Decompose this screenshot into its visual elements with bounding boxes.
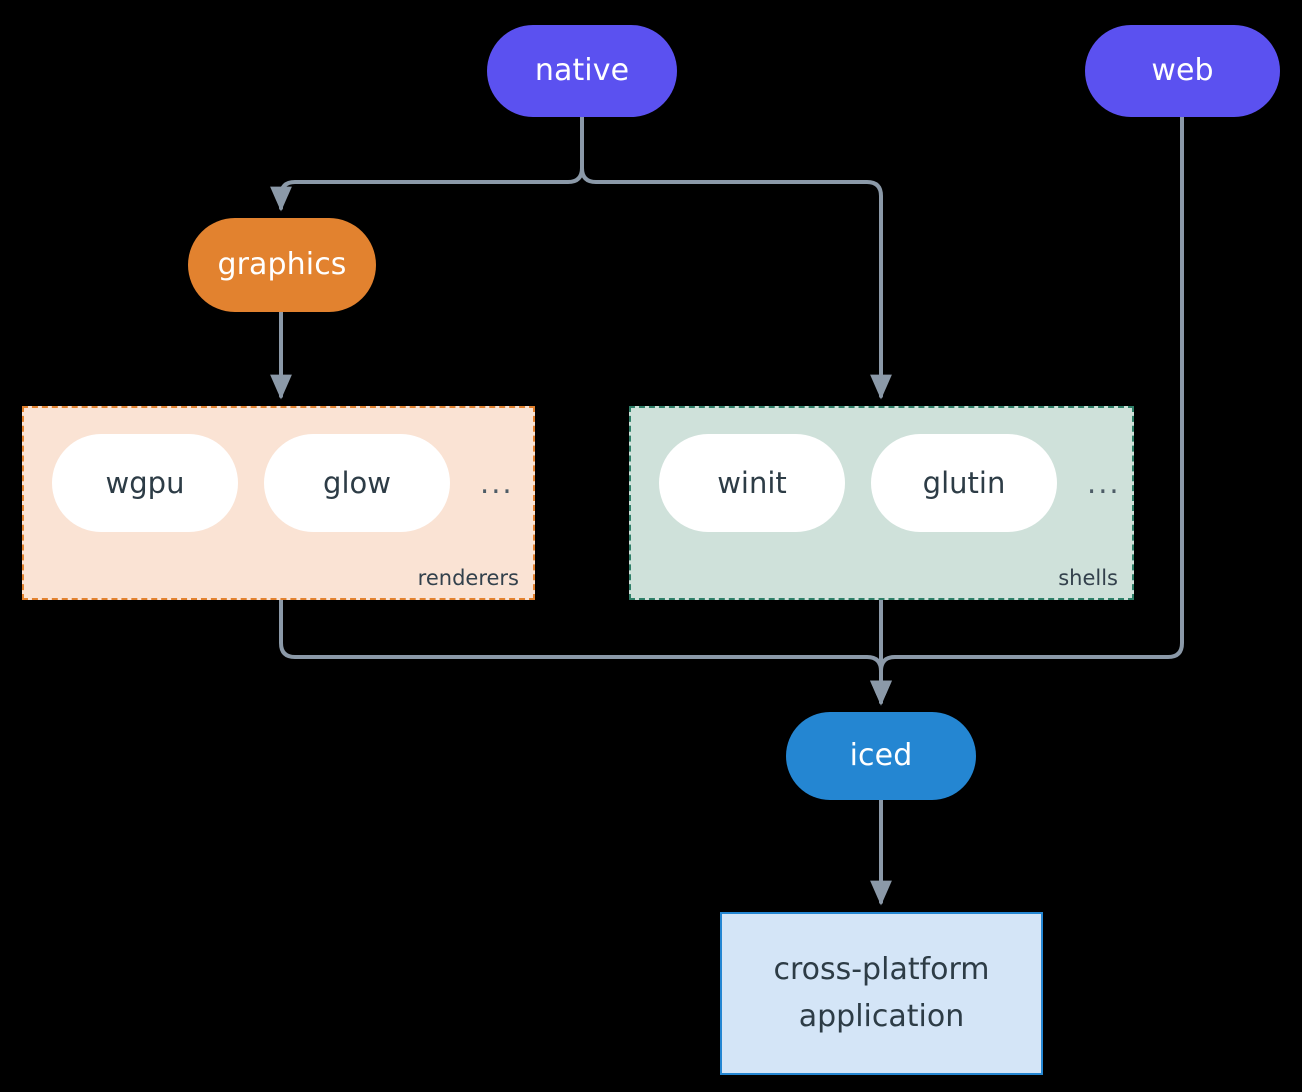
node-native[interactable]: native bbox=[487, 25, 677, 117]
node-native-label: native bbox=[534, 53, 630, 89]
node-glutin-label: glutin bbox=[922, 466, 1006, 500]
shells-overflow-ellipsis: ... bbox=[1087, 466, 1121, 500]
edge-native-to-graphics bbox=[270, 115, 584, 212]
node-graphics-label: graphics bbox=[217, 247, 347, 283]
edge-native-to-shells bbox=[580, 115, 892, 400]
node-wgpu-label: wgpu bbox=[105, 466, 185, 500]
node-web[interactable]: web bbox=[1085, 25, 1280, 117]
renderers-overflow-ellipsis: ... bbox=[480, 466, 514, 500]
application-label-wrapper: cross-platform application bbox=[773, 947, 989, 1040]
group-renderers-label: renderers bbox=[417, 566, 519, 590]
group-renderers-items: wgpu glow ... bbox=[52, 434, 514, 532]
group-shells-items: winit glutin ... bbox=[659, 434, 1121, 532]
node-glow-label: glow bbox=[323, 466, 391, 500]
application-label-line1: cross-platform bbox=[773, 952, 990, 987]
group-shells-label: shells bbox=[1058, 566, 1118, 590]
node-wgpu[interactable]: wgpu bbox=[52, 434, 238, 532]
edge-renderers-to-iced bbox=[279, 598, 892, 706]
node-iced[interactable]: iced bbox=[786, 712, 976, 800]
node-winit-label: winit bbox=[717, 466, 787, 500]
node-winit[interactable]: winit bbox=[659, 434, 845, 532]
node-iced-label: iced bbox=[849, 738, 913, 774]
node-web-label: web bbox=[1151, 53, 1214, 89]
group-shells[interactable]: winit glutin ... shells bbox=[629, 406, 1134, 600]
group-renderers[interactable]: wgpu glow ... renderers bbox=[22, 406, 535, 600]
node-glow[interactable]: glow bbox=[264, 434, 450, 532]
node-graphics[interactable]: graphics bbox=[188, 218, 376, 312]
node-cross-platform-application[interactable]: cross-platform application bbox=[720, 912, 1043, 1075]
node-glutin[interactable]: glutin bbox=[871, 434, 1057, 532]
application-label-line2: application bbox=[798, 998, 965, 1034]
